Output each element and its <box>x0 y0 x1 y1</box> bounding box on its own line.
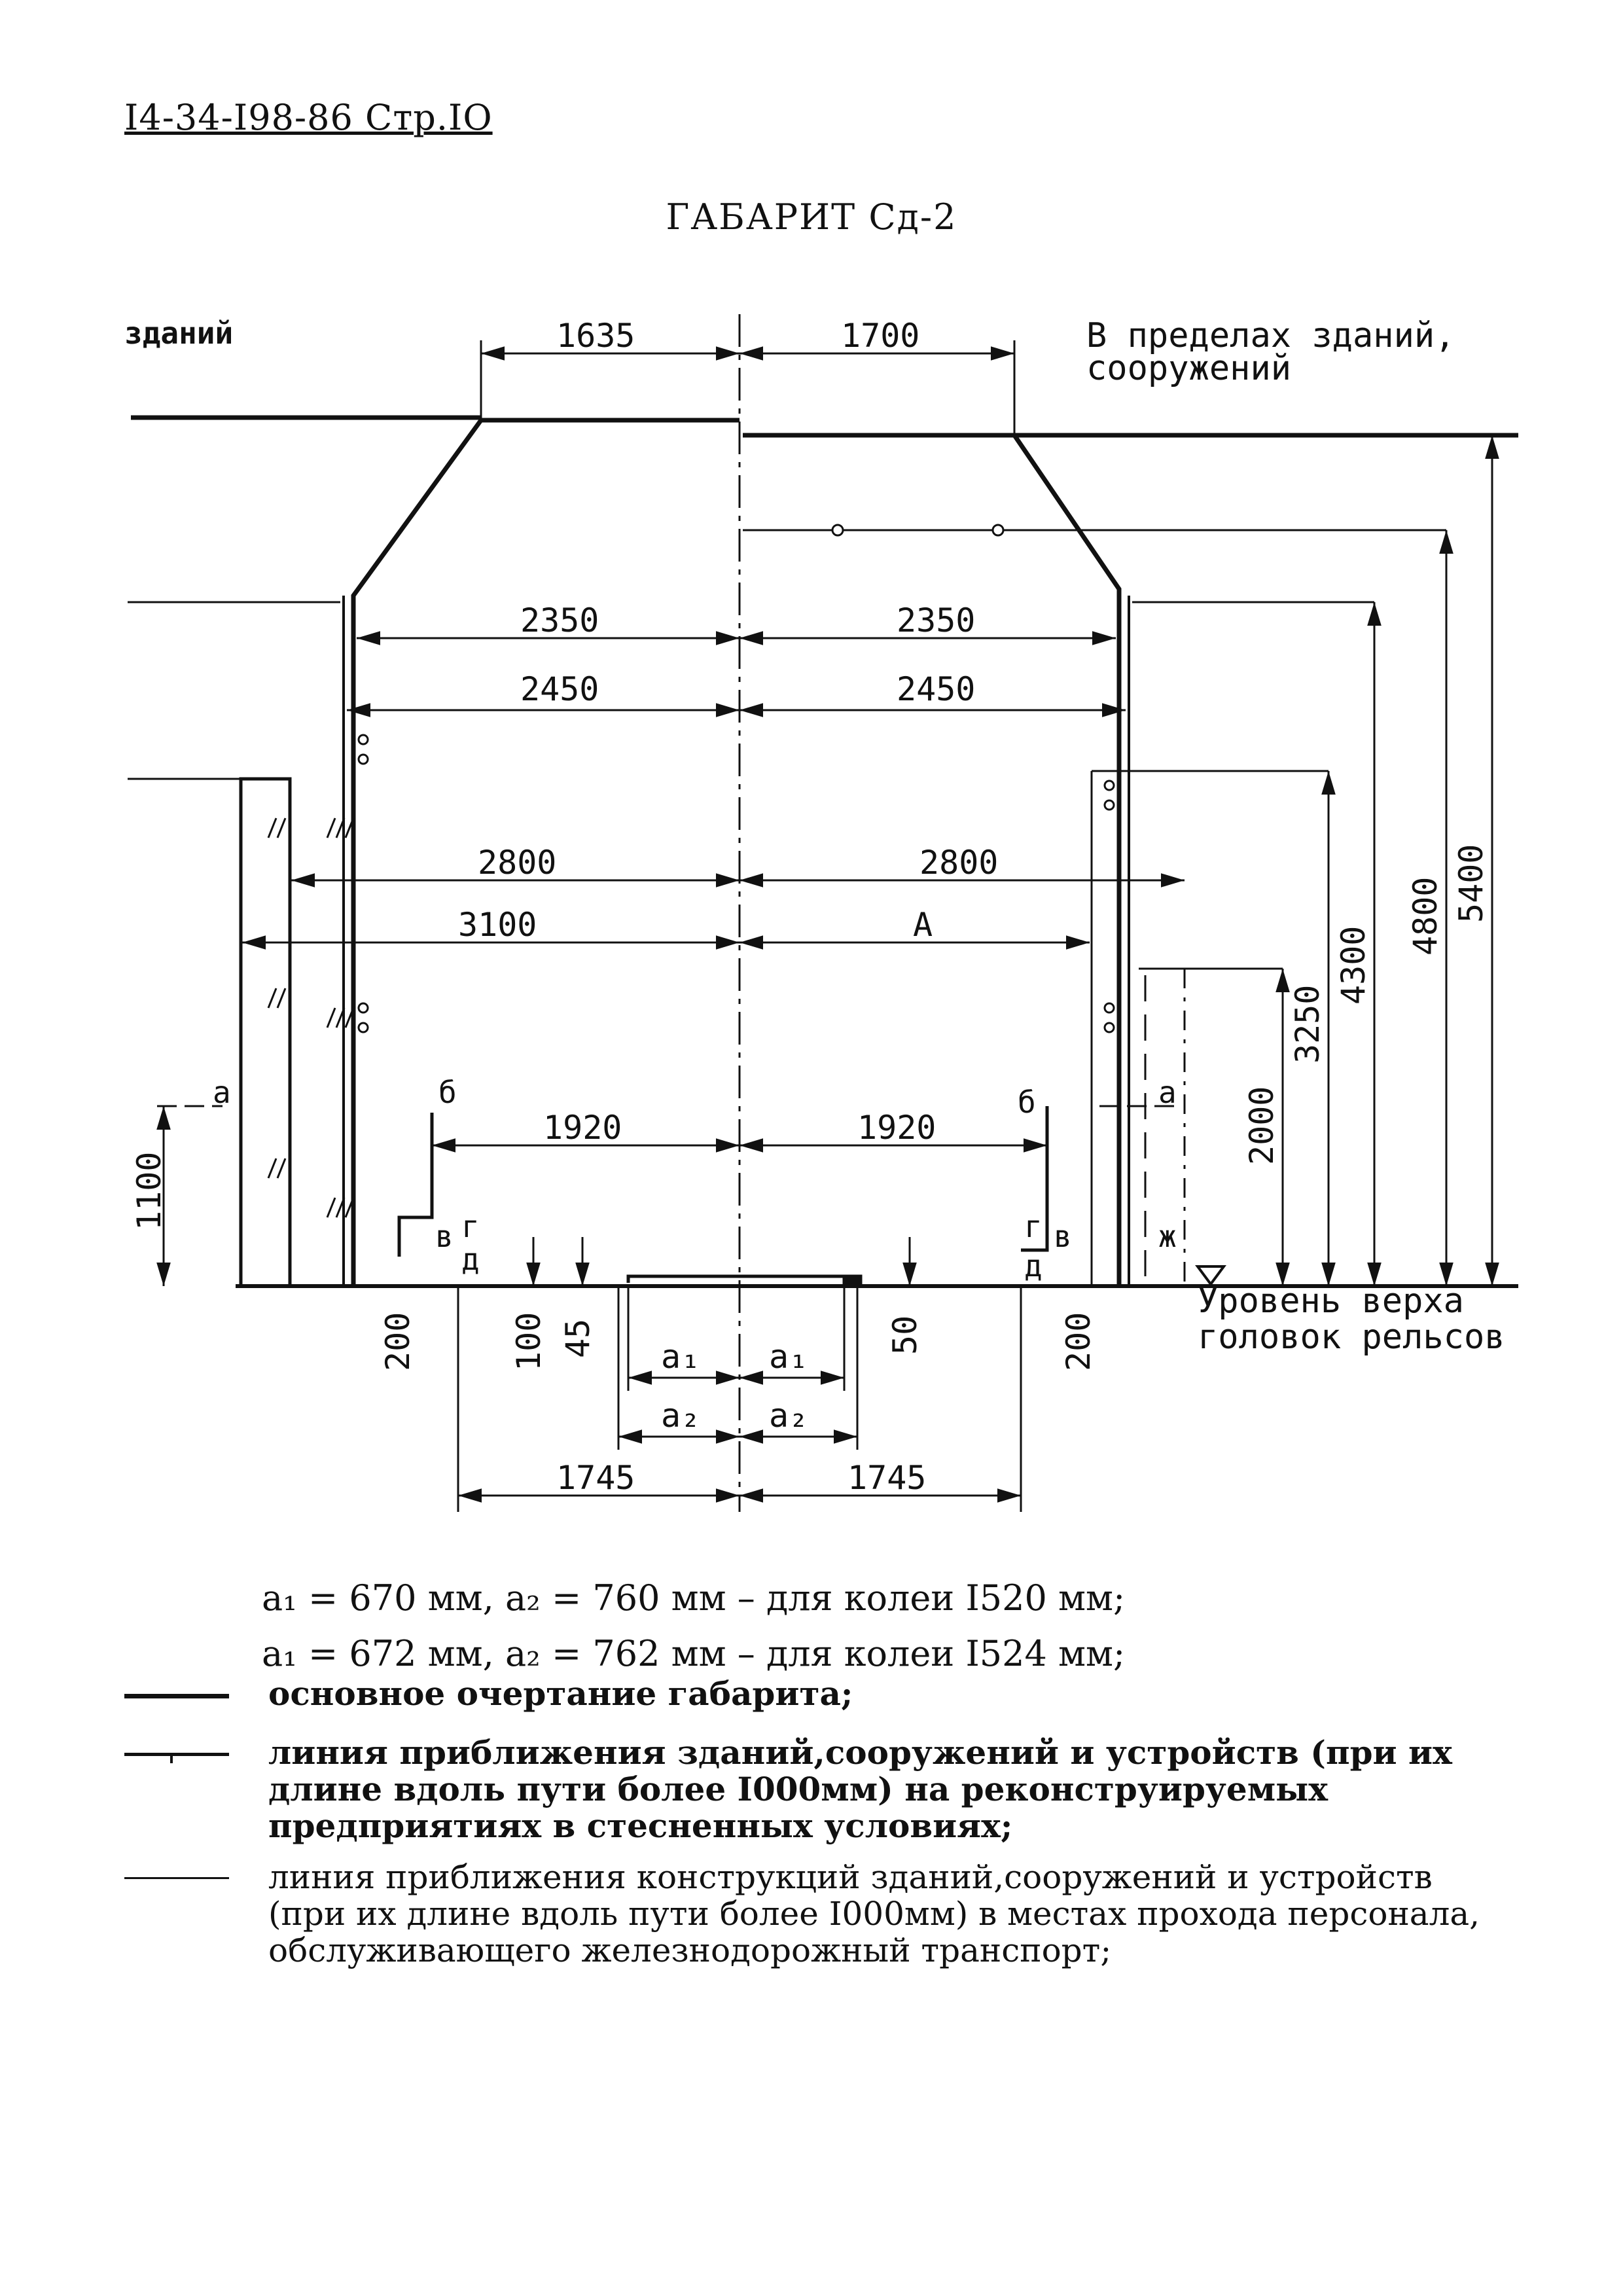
lower-outline <box>397 1106 1049 1288</box>
dim-3250: 3250 <box>1289 985 1327 1064</box>
diagram-title: ГАБАРИТ Сд-2 <box>666 196 957 238</box>
dim-200-right: 200 <box>1060 1312 1097 1371</box>
legend-text: линия приближения конструкций зданий,соо… <box>268 1858 1480 1969</box>
dim-4300: 4300 <box>1334 926 1372 1005</box>
dim-4800: 4800 <box>1406 877 1444 956</box>
point-d-right: д <box>1024 1248 1043 1283</box>
legend-swatch-thick <box>124 1694 229 1698</box>
right-note-line1: В пределах зданий, <box>1086 316 1455 355</box>
legend-text: основное очертание габарита; <box>268 1674 853 1713</box>
dim-2800-left: 2800 <box>478 844 556 882</box>
point-v-right: в <box>1054 1219 1072 1254</box>
dim-top-right: 1700 <box>841 317 919 355</box>
dim-100: 100 <box>510 1312 548 1371</box>
dimension-lines <box>156 340 1499 1512</box>
formula-1520: a₁ = 670 мм, a₂ = 760 мм – для колеи I52… <box>262 1577 1126 1619</box>
point-b-left: б <box>438 1075 457 1110</box>
dim-1920-left: 1920 <box>543 1109 622 1147</box>
point-v-left: в <box>435 1219 454 1254</box>
dim-a2-left: a₂ <box>661 1397 700 1435</box>
point-labels: а а б б в в г г д д ж <box>213 1075 1177 1283</box>
dim-2450-left: 2450 <box>520 670 599 708</box>
dim-a1-left: a₁ <box>661 1338 700 1376</box>
dim-200-left: 200 <box>379 1312 417 1371</box>
point-zh-right: ж <box>1158 1219 1177 1254</box>
legend-swatch-hatched <box>124 1753 229 1756</box>
hatch-marks <box>267 817 355 1218</box>
dim-2350-left: 2350 <box>520 601 599 639</box>
formula-1524: a₁ = 672 мм, a₂ = 762 мм – для колеи I52… <box>262 1633 1126 1674</box>
dim-3100-left: 3100 <box>458 906 537 944</box>
dim-a-right: A <box>913 906 933 944</box>
point-a-right: а <box>1158 1075 1177 1110</box>
dim-a1-right: a₁ <box>769 1338 808 1376</box>
rail-level-label-line1: Уровень верха <box>1198 1282 1464 1321</box>
point-g-left: г <box>461 1209 480 1244</box>
legend-text: линия приближения зданий,сооружений и ус… <box>268 1733 1452 1845</box>
dim-a2-right: a₂ <box>769 1397 808 1435</box>
point-g-right: г <box>1024 1209 1043 1244</box>
dim-1920-right: 1920 <box>857 1109 936 1147</box>
reference-lines <box>128 529 1446 1286</box>
right-note-line2: сооружений <box>1086 349 1291 388</box>
dim-50: 50 <box>886 1316 924 1355</box>
main-gauge-outline <box>131 415 1518 1286</box>
dim-5400: 5400 <box>1452 844 1490 923</box>
point-a-left: а <box>213 1075 231 1110</box>
dim-2000: 2000 <box>1243 1086 1281 1165</box>
dim-2350-right: 2350 <box>897 601 975 639</box>
approach-line-markers <box>357 524 1115 1033</box>
building-wall-left <box>239 777 292 1288</box>
dim-1100: 1100 <box>130 1152 168 1230</box>
point-d-left: д <box>461 1242 480 1277</box>
dim-top-left: 1635 <box>556 317 635 355</box>
dim-45: 45 <box>559 1319 597 1358</box>
dim-2800-right: 2800 <box>919 844 998 882</box>
left-note: зданий <box>124 315 233 351</box>
point-b-right: б <box>1018 1085 1036 1120</box>
legend-swatch-tick <box>170 1754 173 1763</box>
dim-1745-right: 1745 <box>847 1459 926 1497</box>
legend-swatch-thin <box>124 1877 229 1879</box>
dim-2450-right: 2450 <box>897 670 975 708</box>
rail-level-symbol <box>1195 1265 1226 1287</box>
vertical-dim-labels: 5400 4800 4300 3250 2000 1100 200 100 45… <box>130 844 1490 1371</box>
document-reference: I4-34-I98-86 Стр.IO <box>124 97 493 138</box>
dim-1745-left: 1745 <box>556 1459 635 1497</box>
rail-level-label-line2: головок рельсов <box>1198 1318 1505 1357</box>
